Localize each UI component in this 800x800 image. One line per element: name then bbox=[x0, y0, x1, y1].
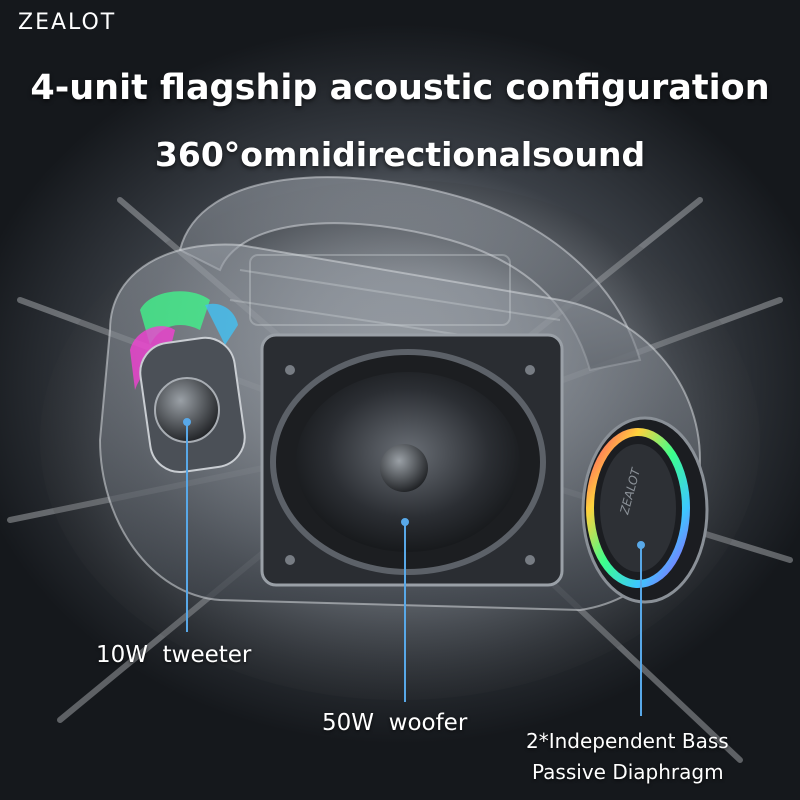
woofer-label: 50W woofer bbox=[322, 710, 468, 736]
passive-label-line2: Passive Diaphragm bbox=[532, 760, 724, 784]
passive-label-line1: 2*Independent Bass bbox=[526, 729, 729, 753]
headline-secondary: 360°omnidirectionalsound bbox=[154, 135, 646, 174]
passive-radiator: ZEALOT bbox=[581, 416, 709, 604]
passive-radiator-label: 2*Independent Bass Passive Diaphragm bbox=[526, 726, 796, 788]
tweeter bbox=[139, 336, 246, 474]
woofer bbox=[260, 333, 564, 587]
brand-logo: ZEALOT bbox=[18, 10, 117, 35]
tweeter-label: 10W tweeter bbox=[96, 642, 252, 668]
callout-pointers bbox=[183, 418, 645, 716]
headline-primary: 4-unit flagship acoustic configuration bbox=[30, 68, 770, 108]
